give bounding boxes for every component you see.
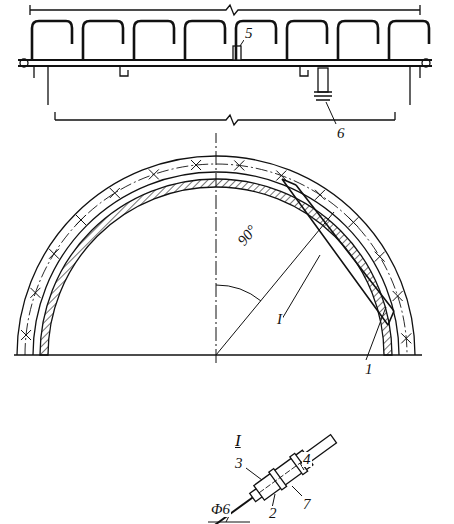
plan-view [18,5,432,125]
tie-cross [375,252,385,262]
rail [18,60,432,66]
section-mark: I [234,432,242,449]
leader-line [282,255,320,319]
detail-view [202,430,340,524]
leader-line [246,463,304,508]
callout-number: I [276,312,283,327]
end-pin [422,59,430,67]
angle-arc [216,285,261,301]
concrete-lining [40,179,392,355]
callout-number: 3 [234,456,244,471]
clamp [120,66,308,76]
bent-bar [83,21,123,60]
tie-cross [110,188,120,198]
callout-number: 90° [234,222,260,249]
sleeve [254,450,313,500]
angle-ray [216,212,334,355]
bent-bar [134,21,174,60]
bent-bar [287,21,327,60]
dimension-line [55,112,395,125]
bent-bar [236,21,276,60]
tie-cross [276,171,286,181]
ground-line [14,354,422,356]
axis-line [216,133,217,363]
rod [250,435,337,502]
anchor-bars [282,179,394,325]
tie-cross [30,288,40,298]
fastener [318,68,328,92]
callout-number: 4 [302,452,312,467]
tie-cross [401,333,411,343]
tie-cross [49,249,59,259]
tie-cross [348,217,358,227]
bent-bar [389,21,429,60]
tie-cross [149,169,159,179]
bent-bars [32,21,429,60]
bent-bar [32,21,72,60]
fastener-thread [314,92,332,100]
tie-cross [21,330,31,340]
bent-bar [185,21,225,60]
arch-section [14,133,422,363]
dimension-line [30,5,420,15]
frame-side [34,66,420,105]
leader-line [366,307,386,360]
tie-cross [393,291,403,301]
lattice-ties [21,160,411,343]
callout-number: 1 [364,362,374,377]
tie-cross [234,160,244,170]
callout-number: 5 [244,26,254,41]
bar [208,498,252,524]
callout-number: 7 [302,497,312,512]
end-pin [20,59,28,67]
tie-cross [315,190,325,200]
inner-ring [33,172,399,355]
tie-cross [191,160,201,170]
ring [269,469,287,490]
bent-bar [338,21,378,60]
tie-cross [76,215,86,225]
callout-number: 2 [268,506,278,521]
outer-ring [17,156,415,355]
ring-axis [25,164,407,355]
callout-number: Φ6 [210,502,231,517]
callout-number: 6 [336,126,346,141]
